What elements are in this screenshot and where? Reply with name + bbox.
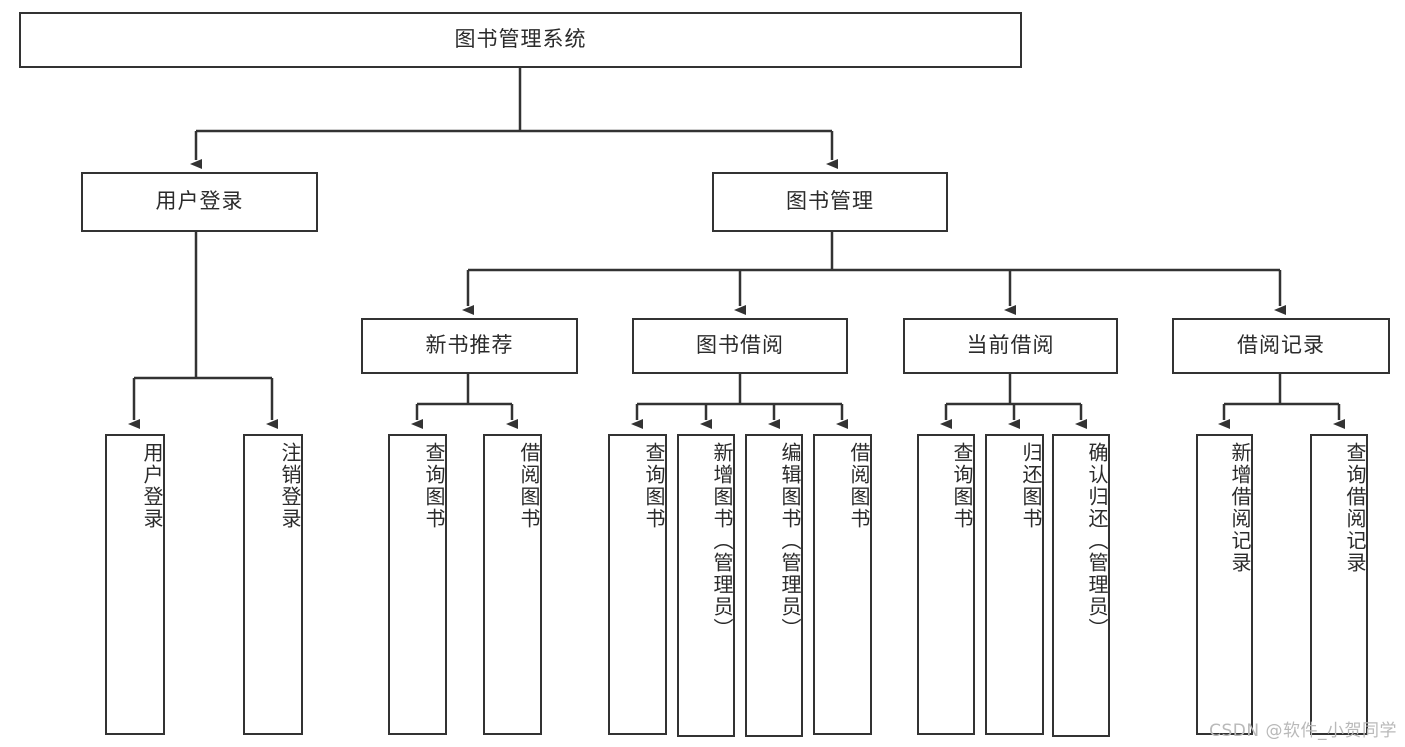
node-label: 归还图书	[1019, 442, 1043, 530]
node-leaf-user-login[interactable]: 用户登录	[105, 434, 165, 735]
node-leaf-confirm-return[interactable]: 确认归还（管理员）	[1052, 434, 1110, 737]
node-label: 编辑图书（管理员）	[778, 442, 802, 640]
node-label: 查询图书	[642, 442, 666, 530]
node-user-login[interactable]: 用户登录	[81, 172, 318, 232]
watermark: CSDN @软件_小贺同学	[1209, 721, 1397, 741]
node-root-system[interactable]: 图书管理系统	[19, 12, 1022, 68]
node-label: 新增图书（管理员）	[710, 442, 734, 640]
node-book-borrow[interactable]: 图书借阅	[632, 318, 848, 374]
node-leaf-query-book-3[interactable]: 查询图书	[917, 434, 975, 735]
node-leaf-query-record[interactable]: 查询借阅记录	[1310, 434, 1368, 735]
node-label: 借阅记录	[1237, 333, 1325, 358]
node-label: 查询借阅记录	[1343, 442, 1367, 574]
node-label: 用户登录	[140, 442, 164, 530]
node-label: 图书管理	[786, 189, 874, 214]
node-leaf-add-book[interactable]: 新增图书（管理员）	[677, 434, 735, 737]
node-leaf-add-record[interactable]: 新增借阅记录	[1196, 434, 1253, 735]
node-leaf-borrow-book-2[interactable]: 借阅图书	[813, 434, 872, 735]
node-leaf-logout[interactable]: 注销登录	[243, 434, 303, 735]
node-label: 借阅图书	[847, 442, 871, 530]
node-label: 借阅图书	[517, 442, 541, 530]
node-new-book-recommend[interactable]: 新书推荐	[361, 318, 578, 374]
node-label: 用户登录	[155, 189, 244, 214]
node-label: 新书推荐	[425, 333, 514, 358]
node-label: 当前借阅	[966, 333, 1055, 358]
node-leaf-query-book-2[interactable]: 查询图书	[608, 434, 667, 735]
node-leaf-borrow-book-1[interactable]: 借阅图书	[483, 434, 542, 735]
node-label: 图书借阅	[696, 333, 784, 358]
node-leaf-return-book[interactable]: 归还图书	[985, 434, 1044, 735]
node-label: 查询图书	[422, 442, 446, 530]
node-label: 注销登录	[278, 442, 302, 530]
node-label: 确认归还（管理员）	[1085, 442, 1109, 640]
node-label: 图书管理系统	[454, 27, 587, 52]
node-leaf-edit-book[interactable]: 编辑图书（管理员）	[745, 434, 803, 737]
node-label: 新增借阅记录	[1228, 442, 1252, 574]
node-leaf-query-book-1[interactable]: 查询图书	[388, 434, 447, 735]
node-current-borrow[interactable]: 当前借阅	[903, 318, 1118, 374]
node-label: 查询图书	[950, 442, 974, 530]
node-book-manage[interactable]: 图书管理	[712, 172, 948, 232]
node-borrow-record[interactable]: 借阅记录	[1172, 318, 1390, 374]
